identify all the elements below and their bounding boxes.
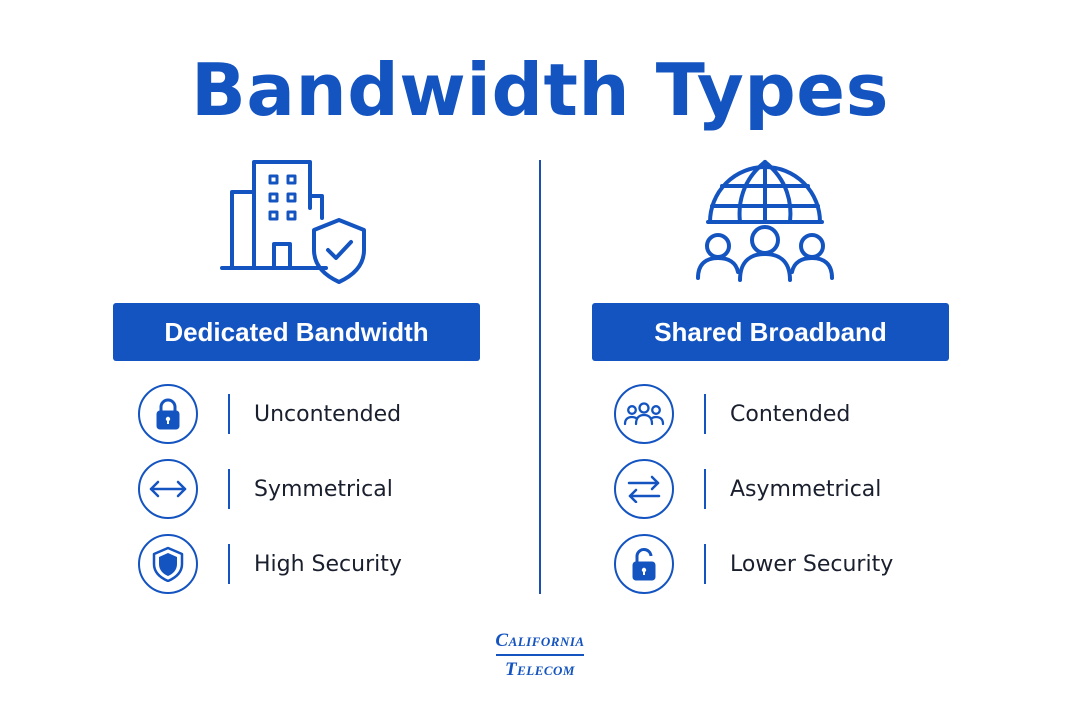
logo-line-2: Telecom <box>504 659 575 680</box>
separator <box>228 394 230 434</box>
feature-symmetrical: Symmetrical <box>138 457 518 521</box>
lock-icon <box>138 384 198 444</box>
building-shield-icon <box>218 156 378 286</box>
feature-label: Lower Security <box>730 551 894 577</box>
logo-rule <box>496 654 584 656</box>
separator <box>704 394 706 434</box>
group-icon <box>614 384 674 444</box>
feature-contended: Contended <box>614 382 994 446</box>
double-arrow-icon <box>138 459 198 519</box>
dedicated-bandwidth-heading: Dedicated Bandwidth <box>113 303 480 361</box>
feature-lower-security: Lower Security <box>614 532 994 596</box>
shield-icon <box>138 534 198 594</box>
logo-line-1: California <box>495 630 585 651</box>
swap-arrows-icon <box>614 459 674 519</box>
unlock-icon <box>614 534 674 594</box>
feature-label: Uncontended <box>254 401 402 427</box>
feature-asymmetrical: Asymmetrical <box>614 457 994 521</box>
page-title: Bandwidth Types <box>191 48 889 132</box>
feature-label: Asymmetrical <box>730 476 882 502</box>
feature-high-security: High Security <box>138 532 518 596</box>
feature-label: Symmetrical <box>254 476 393 502</box>
feature-label: High Security <box>254 551 402 577</box>
feature-label: Contended <box>730 401 851 427</box>
shared-broadband-heading: Shared Broadband <box>592 303 949 361</box>
globe-users-icon <box>690 156 840 286</box>
separator <box>704 469 706 509</box>
separator <box>228 469 230 509</box>
separator <box>704 544 706 584</box>
feature-uncontended: Uncontended <box>138 382 518 446</box>
company-logo: California Telecom <box>490 630 590 681</box>
column-divider <box>539 160 541 594</box>
separator <box>228 544 230 584</box>
